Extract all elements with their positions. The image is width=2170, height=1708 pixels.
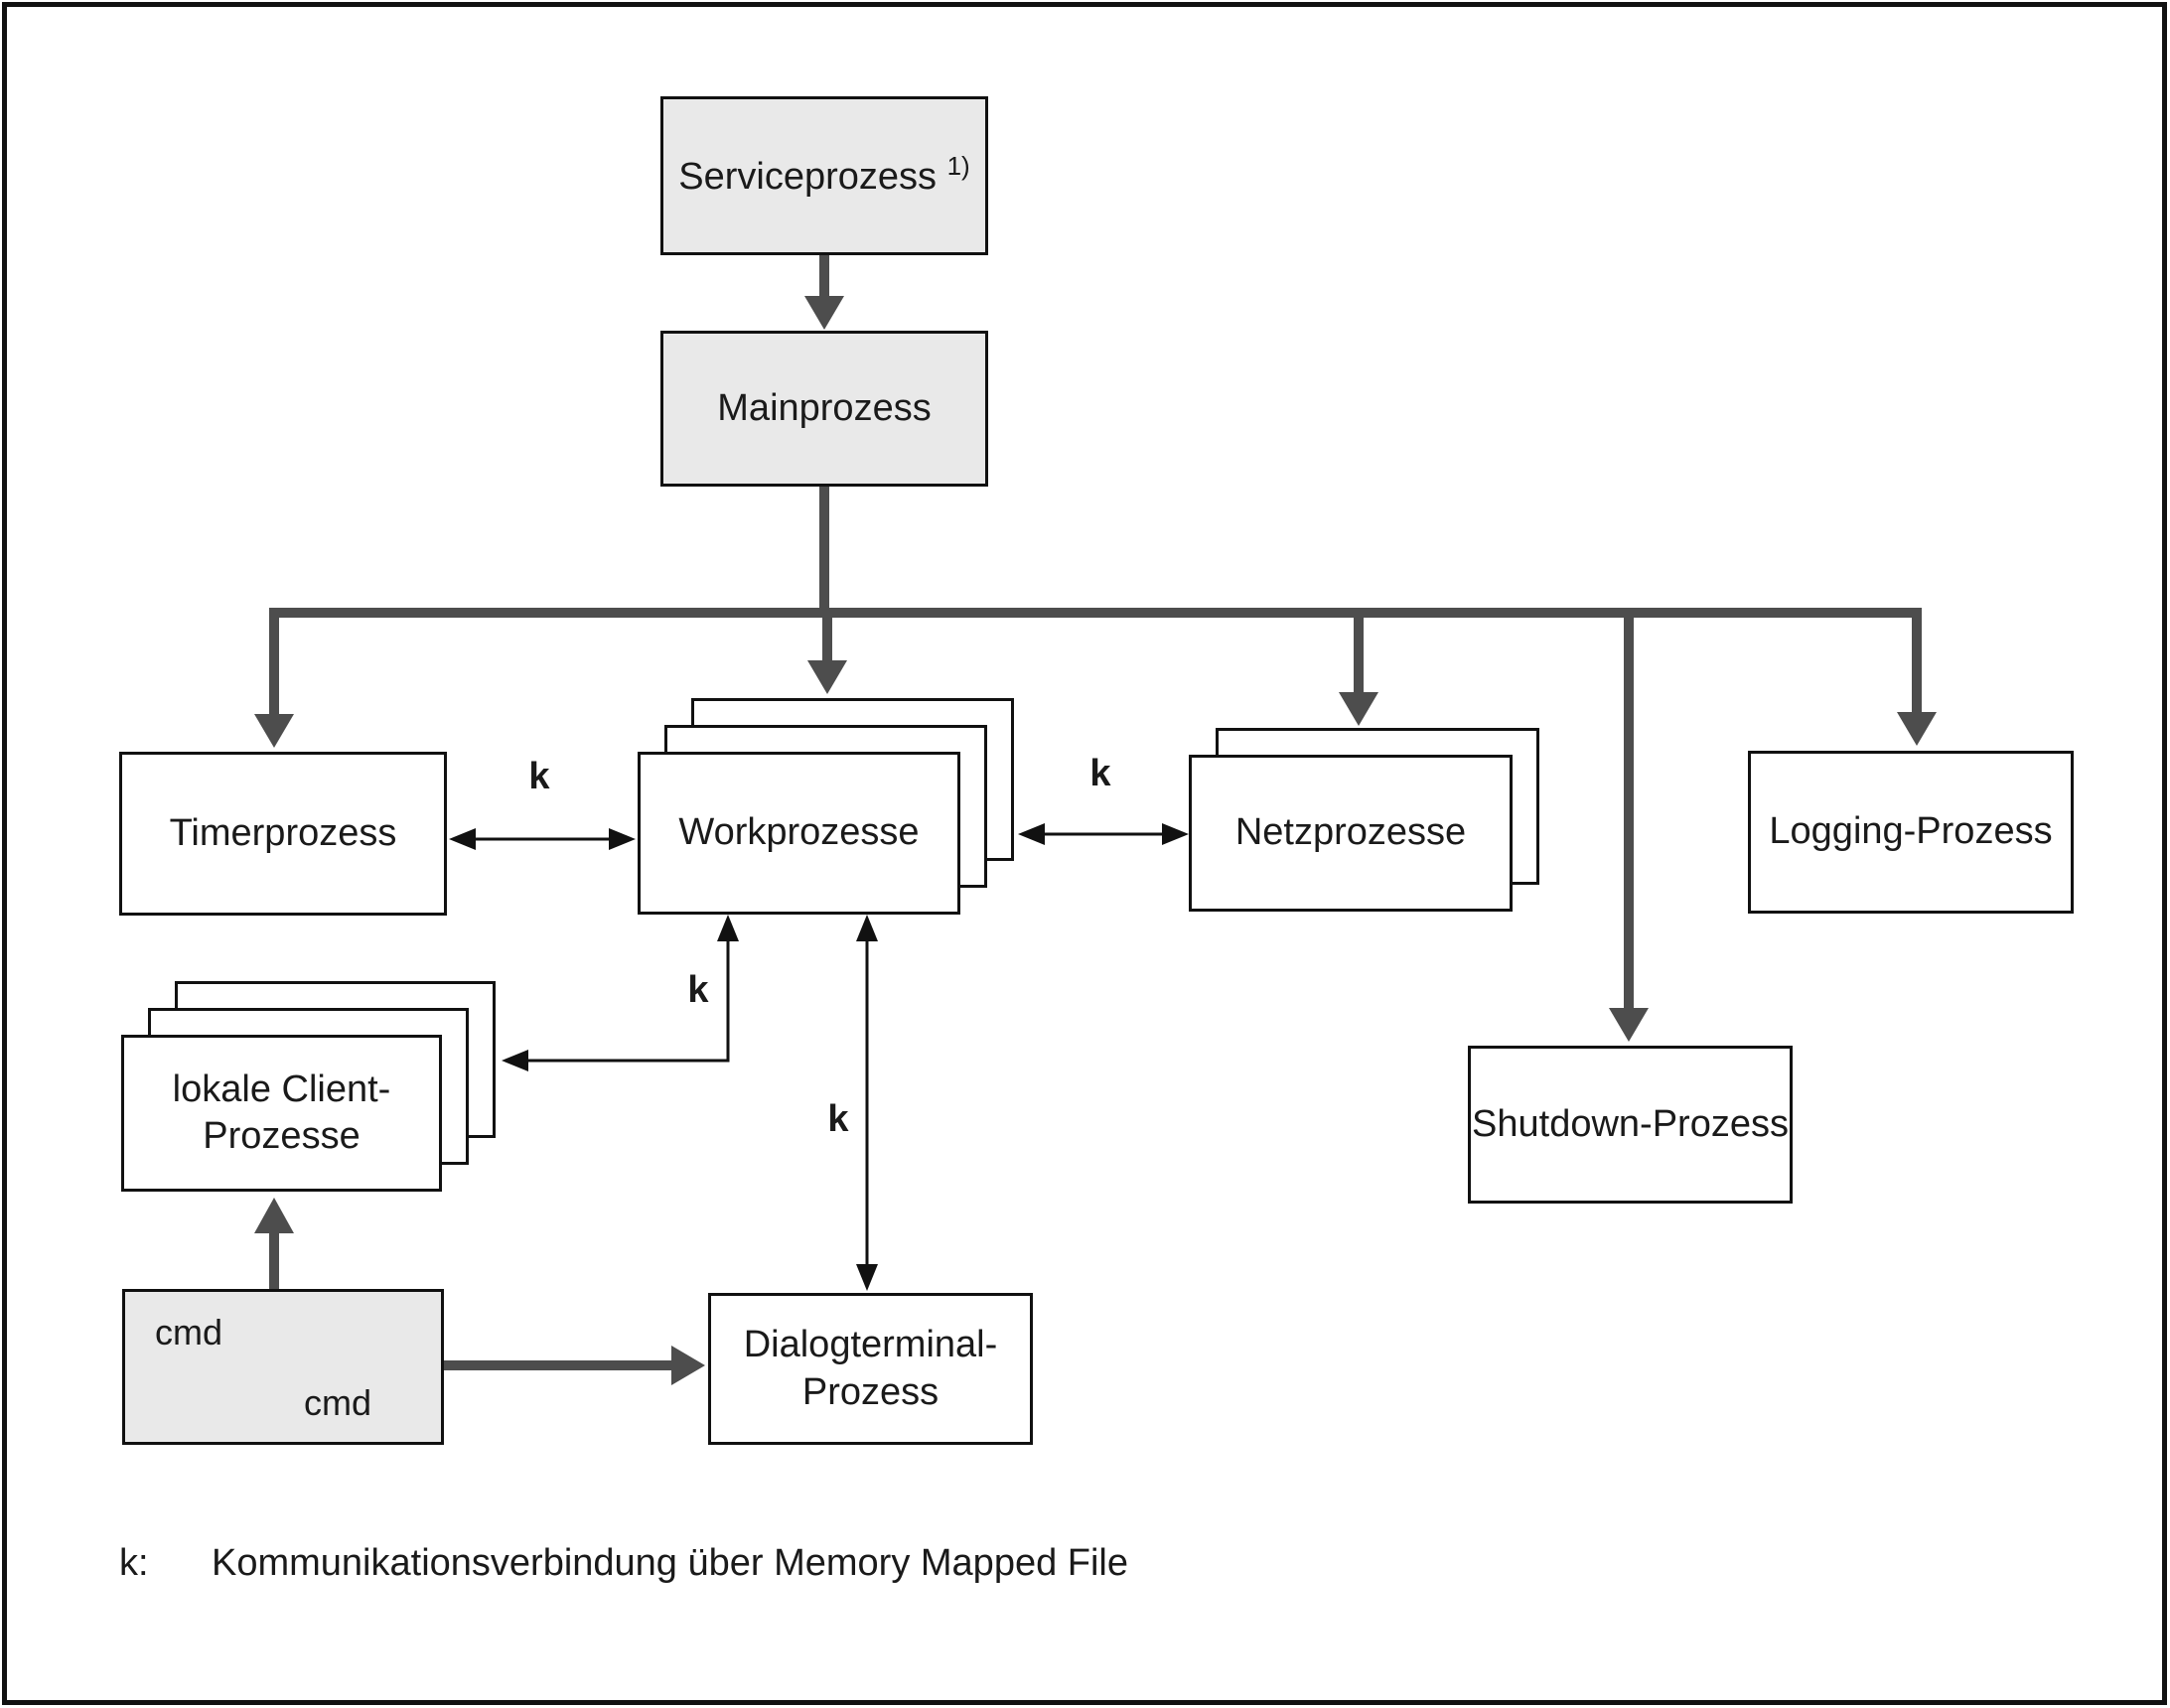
node-netzprozesse-label: Netzprozesse — [1234, 811, 1467, 854]
node-dialog-label-line1: Dialogterminal- — [743, 1324, 998, 1365]
node-shutdown-prozess: Shutdown-Prozess — [1468, 1046, 1793, 1204]
node-clients-label-line2: Prozesse — [203, 1115, 361, 1157]
k-label-work-dialog: k — [827, 1098, 849, 1140]
k-label-timer-work: k — [528, 756, 550, 797]
footnote-marker: 1) — [946, 151, 970, 182]
node-logging-prozess: Logging-Prozess — [1748, 751, 2074, 914]
node-mainprozess-label: Mainprozess — [717, 386, 932, 429]
thick-arrowheads — [254, 296, 1937, 1385]
node-shutdown-prozess-label: Shutdown-Prozess — [1472, 1102, 1789, 1145]
k-label-work-clients: k — [687, 969, 709, 1011]
node-dialogterminal-prozess: Dialogterminal- Prozess — [708, 1293, 1033, 1445]
node-clients-label-line1: lokale Client- — [172, 1068, 391, 1110]
node-timerprozess: Timerprozess — [119, 752, 447, 916]
node-timerprozess-label: Timerprozess — [169, 811, 397, 854]
link-work-clients — [506, 938, 730, 1063]
k-label-work-netz: k — [1089, 753, 1111, 794]
node-cmd: cmd cmd — [122, 1289, 444, 1445]
node-mainprozess: Mainprozess — [660, 331, 988, 487]
node-workprozesse-label: Workprozesse — [678, 811, 920, 854]
legend-key: k: — [119, 1542, 149, 1584]
node-serviceprozess: Serviceprozess 1) — [660, 96, 988, 255]
node-workprozesse: Workprozesse — [638, 752, 960, 915]
node-logging-prozess-label: Logging-Prozess — [1769, 810, 2053, 853]
cmd-label-lower: cmd — [303, 1382, 371, 1423]
legend: k: Kommunikationsverbindung über Memory … — [119, 1541, 1128, 1587]
node-netzprozesse: Netzprozesse — [1189, 755, 1513, 912]
thin-arrowheads — [449, 823, 1189, 1291]
node-lokale-client-prozesse: lokale Client- Prozesse — [121, 1035, 442, 1192]
node-dialog-label-line2: Prozess — [801, 1370, 940, 1413]
node-serviceprozess-label: Serviceprozess — [678, 156, 938, 199]
cmd-label-upper: cmd — [155, 1312, 223, 1352]
legend-text: Kommunikationsverbindung über Memory Map… — [212, 1542, 1129, 1584]
